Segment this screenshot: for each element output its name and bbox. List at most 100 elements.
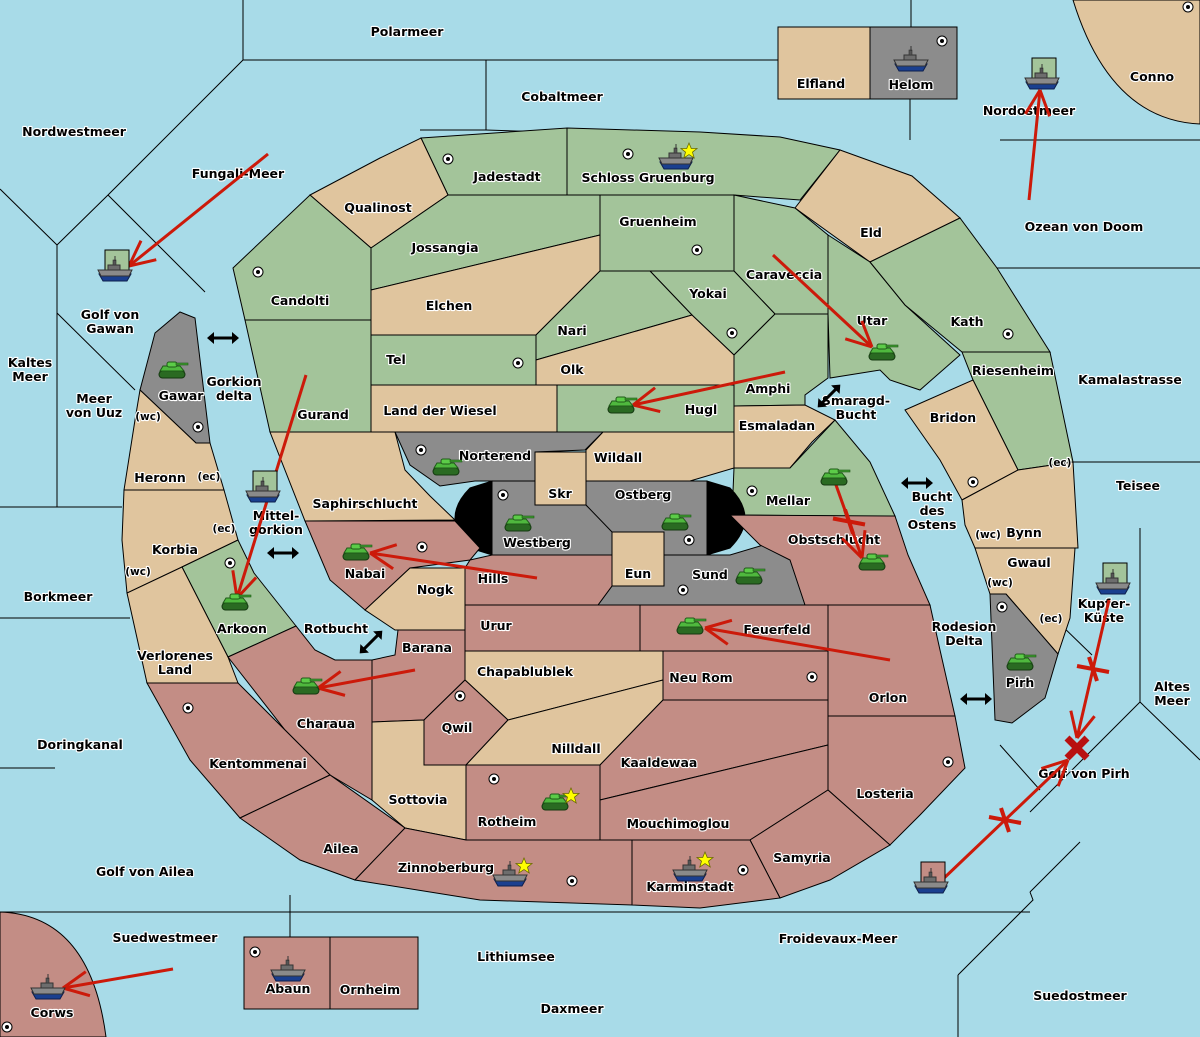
province-label-esmaladan: Esmaladan [739, 418, 815, 433]
province-label-rotheim: Rotheim [478, 814, 537, 829]
province-label-charaua: Charaua [297, 716, 355, 731]
province-label-tel: Tel [386, 352, 406, 367]
province-label-nogk: Nogk [417, 582, 454, 597]
province-label-line: Doringkanal [37, 737, 123, 752]
province-label-hills: Hills [478, 571, 509, 586]
province-label-bynn: Bynn [1006, 525, 1041, 540]
province-label-line: Caraveccia [746, 267, 822, 282]
province-label-line: Neu Rom [669, 670, 732, 685]
supply-center-icon [566, 875, 578, 887]
supply-center-icon [512, 357, 524, 369]
province-label-polarmeer: Polarmeer [371, 24, 445, 39]
arrowhead-icon [1040, 758, 1069, 770]
province-label-line: Westberg [503, 535, 571, 550]
province-label-line: Obstschlucht [788, 532, 880, 547]
province-label-line: Kaaldewaa [621, 755, 698, 770]
order-arrow-caraveccia-utar [771, 253, 874, 349]
province-label-line: Kaltes [8, 355, 52, 370]
province-label-sund: Sund [692, 567, 728, 582]
province-label-froidevaux: Froidevaux-Meer [779, 931, 898, 946]
arrowhead-icon [1056, 759, 1070, 787]
arrowhead-icon [1038, 89, 1052, 117]
province-label-line: Land [158, 662, 192, 677]
province-label-line: Helom [889, 77, 934, 92]
province-label-line: Riesenheim [972, 363, 1054, 378]
province-label-line: Saphirschlucht [313, 496, 418, 511]
province-label-line: Feuerfeld [743, 622, 810, 637]
province-label-line: Abaun [266, 981, 311, 996]
supply-center-icon [622, 148, 634, 160]
province-label-line: Olk [560, 362, 584, 377]
supply-center-icon [677, 584, 689, 596]
province-verlorenes-land[interactable] [126, 566, 239, 684]
arrowhead-icon [1024, 89, 1042, 115]
province-label-line: Zinnoberburg [398, 860, 494, 875]
province-label-kentommenai: Kentommenai [209, 756, 307, 771]
province-label-line: Nari [557, 323, 586, 338]
province-label-line: Smaragd- [822, 393, 890, 408]
supply-center-icon [691, 244, 703, 256]
province-label-line: Ostens [908, 517, 957, 532]
province-label-mellar: Mellar [766, 493, 811, 508]
supply-center-icon [249, 946, 261, 958]
province-conno[interactable] [1072, 0, 1200, 125]
province-gruenheim[interactable] [599, 194, 735, 272]
province-label-elchen: Elchen [426, 298, 473, 313]
arrowhead-icon [860, 320, 874, 348]
province-label-lithiumsee: Lithiumsee [477, 949, 555, 964]
province-label-line: Bucht [912, 489, 953, 504]
province-label-line: von Uuz [66, 405, 122, 420]
province-label-qualinost: Qualinost [344, 200, 411, 215]
province-label-abaun: Abaun [266, 981, 311, 996]
failed-order-cross-icon [1087, 656, 1099, 682]
province-label-rotbucht: Rotbucht [304, 621, 368, 636]
province-label-korbia: Korbia [152, 542, 198, 557]
arrowhead-icon [860, 530, 867, 559]
supply-center-icon [192, 421, 204, 433]
province-bynn[interactable] [961, 461, 1079, 549]
province-ornheim[interactable] [329, 936, 419, 1010]
province-label-line: Qualinost [344, 200, 411, 215]
province-label-line: Fungali-Meer [192, 166, 285, 181]
failed-order-cross-icon [999, 807, 1011, 833]
order-arrow-fungali-golf-gawan [128, 152, 269, 268]
province-label-skr: Skr [548, 486, 572, 501]
province-label-line: Jossangia [410, 240, 478, 255]
province-label-line: Polarmeer [371, 24, 445, 39]
coast-tag: (wc) [135, 411, 161, 423]
province-label-line: Golf von [81, 307, 140, 322]
province-label-line: Samyria [773, 850, 831, 865]
province-label-line: Sottovia [389, 792, 448, 807]
arrowhead-icon [62, 970, 87, 990]
order-arrow-ozean-doom-nordostmeer [1027, 89, 1042, 201]
province-label-line: Borkmeer [24, 589, 94, 604]
province-label-jadestadt: Jadestadt [472, 169, 540, 184]
province-orlon[interactable] [827, 604, 956, 717]
supply-center-icon [737, 864, 749, 876]
province-label-line: Bucht [836, 407, 877, 422]
province-label-line: Lithiumsee [477, 949, 555, 964]
province-label-line: Esmaladan [739, 418, 815, 433]
arrowhead-icon [841, 537, 864, 560]
province-label-ozean-doom: Ozean von Doom [1025, 219, 1144, 234]
province-label-olk: Olk [560, 362, 584, 377]
province-candolti[interactable] [232, 194, 372, 321]
arrowhead-icon [844, 337, 873, 349]
province-label-line: Gwaul [1007, 555, 1050, 570]
province-label-line: Bridon [930, 410, 976, 425]
order-arrow-amphi-hugl [632, 370, 786, 407]
province-label-line: Yokai [688, 286, 727, 301]
province-corws[interactable] [0, 911, 107, 1037]
province-label-zinnoberburg: Zinnoberburg [398, 860, 494, 875]
province-label-conno: Conno [1130, 69, 1175, 84]
province-label-line: Utar [857, 313, 889, 328]
province-label-gawar: Gawar [159, 388, 205, 403]
province-label-line: Meer [12, 369, 48, 384]
supply-center-icon [746, 485, 758, 497]
